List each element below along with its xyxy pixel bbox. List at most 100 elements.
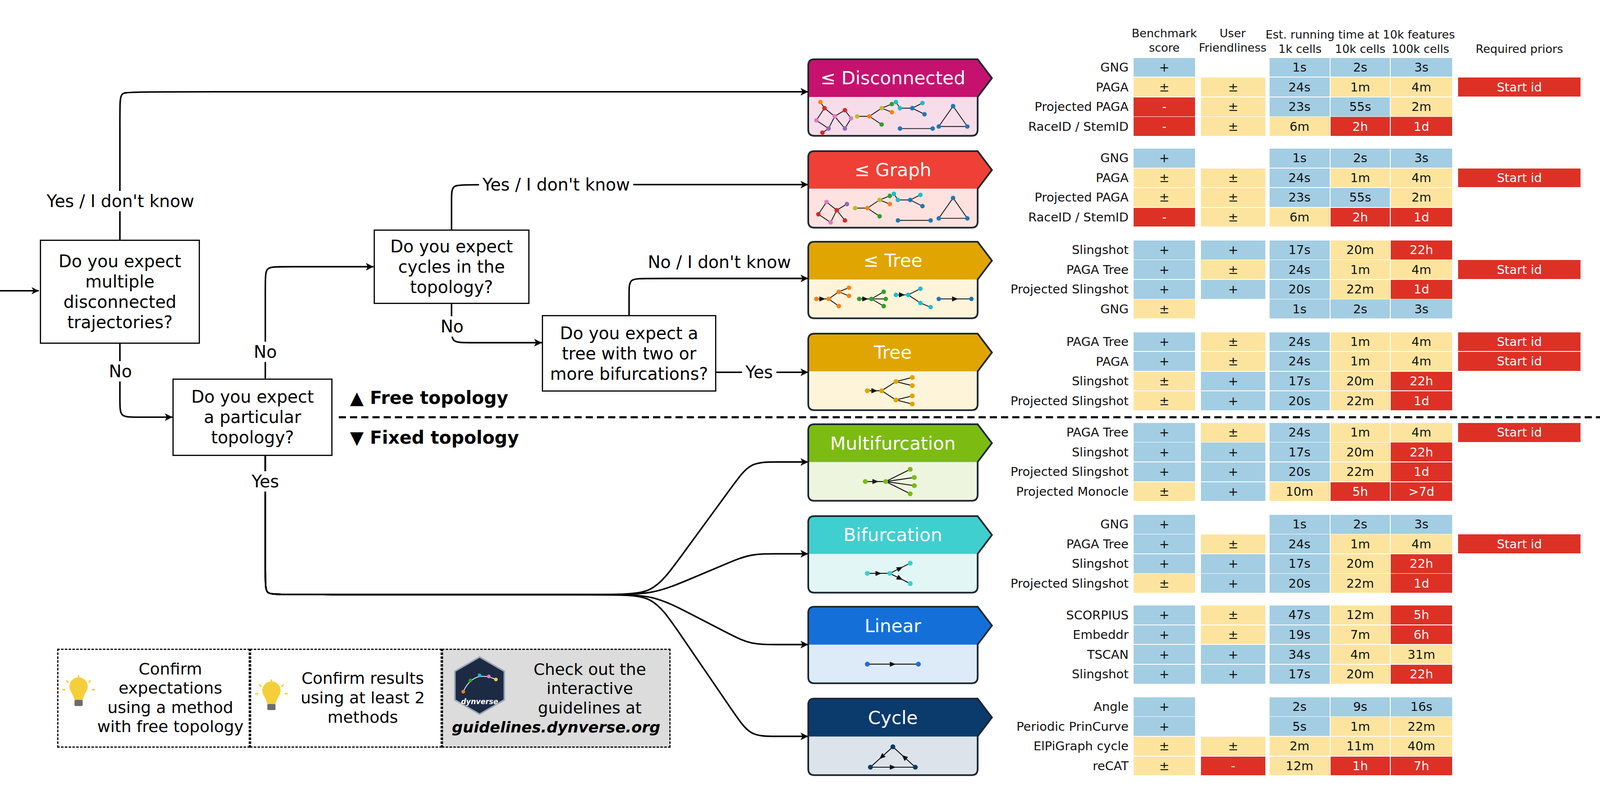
art-g	[814, 99, 970, 136]
art-circle	[848, 116, 854, 121]
tag-heading: ≤ Tree	[808, 241, 978, 280]
table-cell: +	[1133, 148, 1196, 168]
label-slot: 3s	[1390, 299, 1453, 319]
table-cell: ±	[1133, 371, 1196, 391]
table-cell: 22h	[1390, 554, 1453, 574]
table-cell: 5h	[1390, 605, 1453, 625]
table-cell: 19s	[1269, 625, 1330, 645]
label-slot: Start id	[1458, 260, 1581, 280]
label-slot: No	[105, 361, 136, 382]
topology-tag: ≤ Graph	[808, 151, 993, 228]
art-circle	[865, 571, 871, 577]
label-slot: 2s	[1330, 299, 1390, 319]
art-use	[808, 241, 993, 280]
label-slot: Projected PAGA	[1034, 190, 1129, 205]
label-slot: 1h	[1330, 757, 1390, 777]
label-slot: PAGA Tree	[1066, 425, 1129, 440]
label-slot: ±	[1200, 97, 1266, 117]
table-cell: 4m	[1390, 260, 1453, 280]
art-circle	[824, 199, 830, 205]
table-cell: 55s	[1330, 97, 1390, 117]
label-slot: 1d	[1390, 462, 1453, 482]
label-slot: 24s	[1269, 168, 1330, 188]
topology-tag: Cycle	[808, 698, 993, 776]
art-use	[808, 424, 993, 463]
label-slot: Yes	[248, 471, 283, 492]
table-cell: -	[1133, 116, 1196, 136]
label-slot: -	[1133, 207, 1196, 228]
label-slot: Projected PAGA	[1034, 99, 1129, 114]
method-name: Projected Slingshot	[1010, 282, 1129, 297]
table-cell: 22m	[1330, 280, 1390, 300]
art-use	[808, 645, 978, 685]
label-slot: 1m	[1330, 260, 1390, 280]
art-circle	[854, 113, 860, 119]
method-name: Periodic PrinCurve	[1016, 719, 1129, 735]
table-cell: 17s	[1269, 371, 1330, 391]
art-path	[900, 128, 933, 130]
label-slot: 55s	[1330, 97, 1390, 117]
region-label: ▼ Fixed topology	[349, 427, 519, 449]
label-slot: 4m	[1390, 260, 1453, 280]
table-cell: 20m	[1330, 665, 1390, 685]
label-slot: ±	[1200, 423, 1266, 443]
flow-arrow	[265, 456, 808, 596]
label-slot: ±	[1133, 168, 1196, 188]
table-cell: 47s	[1269, 605, 1330, 625]
table-cell: 24s	[1269, 168, 1330, 188]
label-slot: 22m	[1330, 462, 1390, 482]
label-slot: Projected Slingshot	[1010, 282, 1129, 297]
label-slot: No / I don't know	[644, 252, 795, 273]
art-circle	[842, 126, 848, 131]
label-slot: 1d	[1390, 574, 1453, 594]
label-slot: 1s	[1269, 299, 1330, 319]
table-cell: 24s	[1269, 423, 1330, 443]
label-slot: 12m	[1330, 605, 1390, 625]
art-g	[62, 675, 95, 707]
method-name: Slingshot	[1071, 445, 1129, 460]
art-use	[808, 516, 993, 555]
tag-heading: ≤ Disconnected	[808, 59, 978, 98]
label-slot: 20m	[1330, 371, 1390, 391]
tag-border	[808, 241, 993, 319]
table-cell: 4m	[1330, 645, 1390, 665]
label-slot: -	[1133, 116, 1196, 136]
art-circle	[842, 108, 848, 113]
table-cell: 2m	[1269, 737, 1330, 757]
art-g	[865, 375, 916, 407]
art-circle	[907, 581, 913, 587]
label-slot: 1m	[1330, 534, 1390, 554]
art-circle	[816, 212, 821, 217]
table-cell: 20m	[1330, 371, 1390, 391]
table-cell: 5s	[1269, 717, 1330, 737]
label-slot: 34s	[1269, 645, 1330, 665]
art-circle	[893, 292, 899, 298]
table-cell: +	[1133, 717, 1196, 737]
art-path	[898, 220, 931, 222]
flow-arrow	[265, 266, 374, 379]
art-circle	[867, 765, 874, 771]
art-use	[877, 753, 886, 762]
label-slot: Periodic PrinCurve	[1016, 719, 1129, 735]
label-slot: Benchmark score	[1130, 26, 1198, 56]
label-slot: 2m	[1390, 97, 1453, 117]
label-slot: +	[1200, 574, 1266, 594]
topology-tag: Linear	[808, 607, 993, 684]
method-name: Slingshot	[1071, 374, 1129, 389]
label-slot: ±	[1133, 574, 1196, 594]
art-circle	[907, 491, 913, 497]
table-cell: +	[1133, 605, 1196, 625]
label-slot: Start id	[1458, 168, 1581, 188]
label-slot: No	[250, 341, 281, 363]
decision-box: Do you expect a tree with two or more bi…	[541, 315, 717, 392]
flow-arrow	[629, 278, 809, 316]
table-cell: 3s	[1390, 148, 1453, 168]
art-circle	[920, 100, 925, 106]
label-slot: 2s	[1330, 58, 1390, 78]
tag-border	[808, 151, 993, 228]
topology-tag: ≤ Tree	[808, 241, 993, 319]
table-cell: ±	[1133, 757, 1196, 777]
label-slot: PAGA Tree	[1066, 334, 1129, 350]
art-path	[893, 194, 923, 207]
label-slot: 24s	[1269, 352, 1330, 372]
